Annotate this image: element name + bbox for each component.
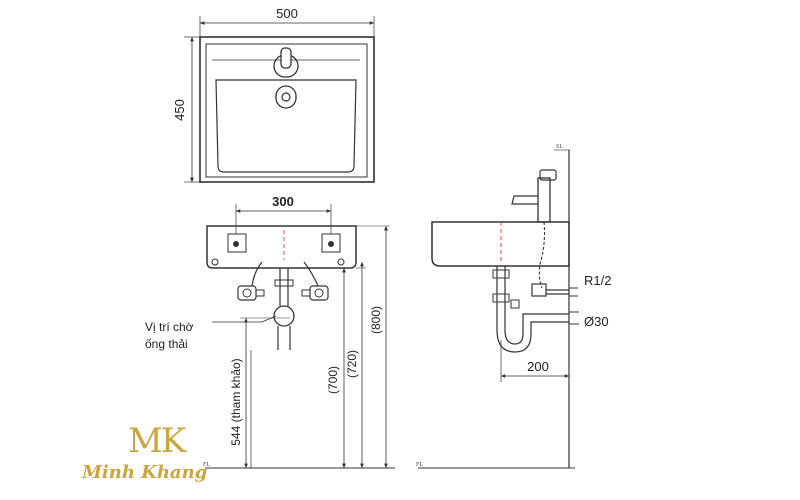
- dim-label-d30: Ø30: [584, 314, 609, 329]
- drain-trap-outlet: [277, 326, 291, 350]
- reference-label-side: SL: [556, 144, 563, 150]
- basin-bowl-top: [215, 79, 357, 173]
- supply-hose-left: [251, 261, 263, 287]
- drain-trap-bend: [273, 305, 295, 327]
- basin-side-body: [431, 221, 570, 267]
- drain-note-line2: ống thải: [145, 337, 188, 351]
- dim-label-800: (800): [369, 306, 383, 334]
- brand-name: Minh Khang: [81, 462, 207, 483]
- angle-valve-right: [301, 285, 329, 301]
- angle-valve-left: [237, 285, 265, 301]
- p-trap: [496, 300, 569, 353]
- basin-rim-inner: [205, 43, 368, 178]
- faucet-top: [273, 47, 299, 109]
- side-view: [418, 149, 579, 469]
- dim-label-200: 200: [527, 359, 549, 374]
- drain-note-leader: [212, 315, 277, 323]
- dim-label-720: (720): [345, 350, 359, 378]
- dim-label-700: (700): [326, 366, 340, 394]
- dim-label-r12: R1/2: [584, 273, 611, 288]
- basin-outline-top: [199, 36, 375, 183]
- dim-label-450: 450: [172, 99, 187, 121]
- supply-hose-right: [303, 261, 319, 287]
- faucet-side: [511, 169, 557, 223]
- basin-front-body: [206, 225, 357, 269]
- brand-logo: MK Minh Khang: [81, 421, 207, 483]
- mount-bracket-left: [227, 233, 247, 253]
- floor-label-front: FL: [203, 462, 210, 468]
- dim-label-500: 500: [276, 6, 298, 21]
- dim-label-300: 300: [272, 194, 294, 209]
- brand-monogram: MK: [128, 421, 187, 461]
- supply-hose-side: [538, 221, 546, 289]
- stop-valve-side: [531, 283, 578, 297]
- drain-tailpiece-side: [496, 266, 506, 300]
- top-view: [184, 16, 375, 183]
- drain-tailpiece: [279, 268, 289, 306]
- dim-label-544: 544 (tham khảo): [229, 358, 243, 445]
- floor-label-side: FL: [416, 462, 423, 468]
- drain-note-line1: Vị trí chờ: [145, 320, 194, 334]
- front-view: [205, 204, 395, 469]
